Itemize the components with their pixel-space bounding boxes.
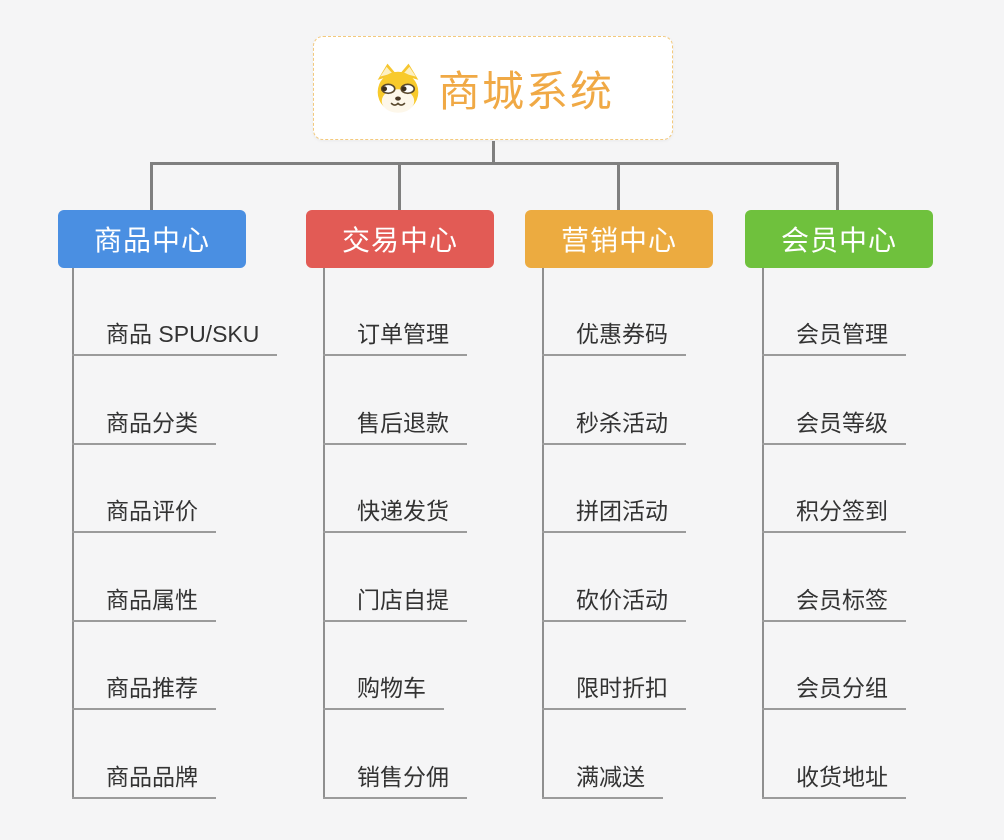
branch-item[interactable]: 优惠券码 [542,318,686,356]
branch-item[interactable]: 购物车 [323,672,444,710]
branch-item[interactable]: 商品 SPU/SKU [72,318,278,356]
branch-item[interactable]: 订单管理 [323,318,467,356]
branch-item[interactable]: 商品属性 [72,584,216,622]
shiba-dog-icon [377,63,419,113]
branch-item[interactable]: 积分签到 [762,495,906,533]
branch-item[interactable]: 商品推荐 [72,672,216,710]
branch-item[interactable]: 会员管理 [762,318,906,356]
branch-header-product-center[interactable]: 商品中心 [58,210,246,268]
branch-item[interactable]: 秒杀活动 [542,407,686,445]
root-node[interactable]: 商城系统 [313,36,673,140]
branch-item[interactable]: 收货地址 [762,761,906,799]
connector-drop-trade [398,164,401,210]
branch-item[interactable]: 快递发货 [323,495,467,533]
branch-item[interactable]: 销售分佣 [323,761,467,799]
branch-spine-trade [323,268,325,799]
branch-header-member-center[interactable]: 会员中心 [745,210,933,268]
branch-item[interactable]: 拼团活动 [542,495,686,533]
branch-item[interactable]: 会员标签 [762,584,906,622]
branch-item[interactable]: 会员分组 [762,672,906,710]
branch-spine-product [72,268,74,799]
root-title: 商城系统 [437,67,614,115]
branch-spine-member [762,268,764,799]
connector-root-stub [492,141,495,163]
branch-item[interactable]: 商品分类 [72,407,216,445]
connector-horizontal-bar [150,162,839,165]
branch-item[interactable]: 砍价活动 [542,584,686,622]
branch-item[interactable]: 商品品牌 [72,761,216,799]
branch-header-marketing-center[interactable]: 营销中心 [525,210,713,268]
branch-item[interactable]: 商品评价 [72,495,216,533]
branch-item[interactable]: 满减送 [542,761,663,799]
branch-header-trade-center[interactable]: 交易中心 [306,210,494,268]
branch-item[interactable]: 限时折扣 [542,672,686,710]
connector-drop-product [150,164,153,210]
connector-drop-marketing [617,164,620,210]
branch-item[interactable]: 门店自提 [323,584,467,622]
connector-drop-member [836,164,839,210]
branch-item[interactable]: 售后退款 [323,407,467,445]
branch-spine-marketing [542,268,544,799]
branch-item[interactable]: 会员等级 [762,407,906,445]
